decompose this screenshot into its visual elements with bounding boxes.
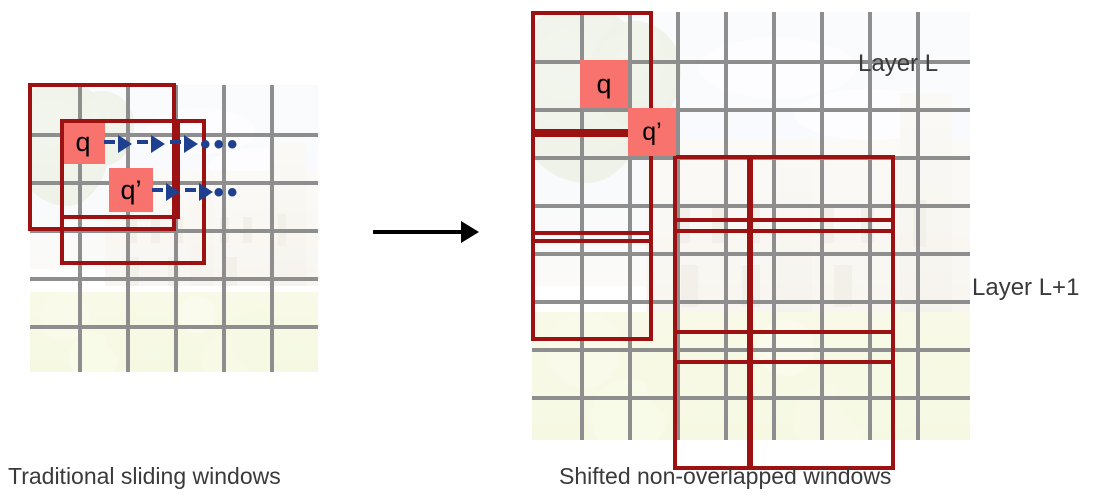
shifted-window: [749, 330, 895, 470]
layer-l-label: Layer L: [858, 50, 939, 77]
grid-line-h: [532, 60, 970, 64]
grid-line-v: [270, 85, 274, 372]
shifted-window: [749, 155, 895, 233]
shifted-window: [531, 11, 653, 133]
left-caption: Traditional sliding windows: [8, 463, 281, 489]
query-cell-q-label: q: [596, 68, 612, 99]
arrow-dash: [185, 188, 196, 192]
grid-line-v: [580, 12, 584, 440]
arrow-dash: [104, 140, 115, 144]
grid-line-h: [532, 108, 970, 112]
query-cell-q: q: [580, 60, 628, 108]
shifted-window: [673, 330, 751, 470]
grid-line-v: [724, 12, 728, 440]
grid-line-v: [820, 12, 824, 440]
layer-l-plus-1-label: Layer L+1: [972, 274, 1080, 301]
arrow-dash: [170, 140, 181, 144]
grid-line-h: [30, 277, 318, 281]
query-cell-q-prime: q’: [628, 108, 676, 156]
right-caption: Shifted non-overlapped windows: [559, 463, 892, 489]
arrow-dash: [137, 140, 148, 144]
shifted-window: [531, 133, 653, 243]
arrow-head: [184, 135, 198, 153]
grid-line-v: [772, 12, 776, 440]
shifted-window: [749, 218, 895, 364]
grid-line-v: [222, 85, 226, 372]
sliding-window-start: [28, 83, 176, 231]
arrow-dash: [152, 188, 163, 192]
query-cell-q: q: [61, 120, 105, 164]
arrow-head: [166, 183, 180, 201]
arrow-head: [199, 183, 213, 201]
query-cell-q-label: q: [75, 126, 91, 157]
transform-arrow-head: [461, 221, 479, 243]
grid-line-v: [868, 12, 872, 440]
arrow-head: [151, 135, 165, 153]
grid-line-h: [30, 325, 318, 329]
grid-line-v: [676, 12, 680, 440]
grid-line-h: [30, 229, 318, 233]
arrow-head: [118, 135, 132, 153]
grid-line-v: [628, 12, 632, 440]
query-cell-q-prime: q’: [109, 168, 153, 212]
arrow-ellipsis: •••: [200, 128, 241, 161]
query-cell-q-prime-label: q’: [642, 117, 662, 146]
transform-arrow-line: [373, 230, 463, 234]
grid-line-v: [916, 12, 920, 440]
arrow-ellipsis: •••: [200, 176, 241, 209]
query-cell-q-prime-label: q’: [120, 174, 142, 205]
shifted-window: [531, 231, 653, 341]
grid-line-v: [174, 85, 178, 372]
